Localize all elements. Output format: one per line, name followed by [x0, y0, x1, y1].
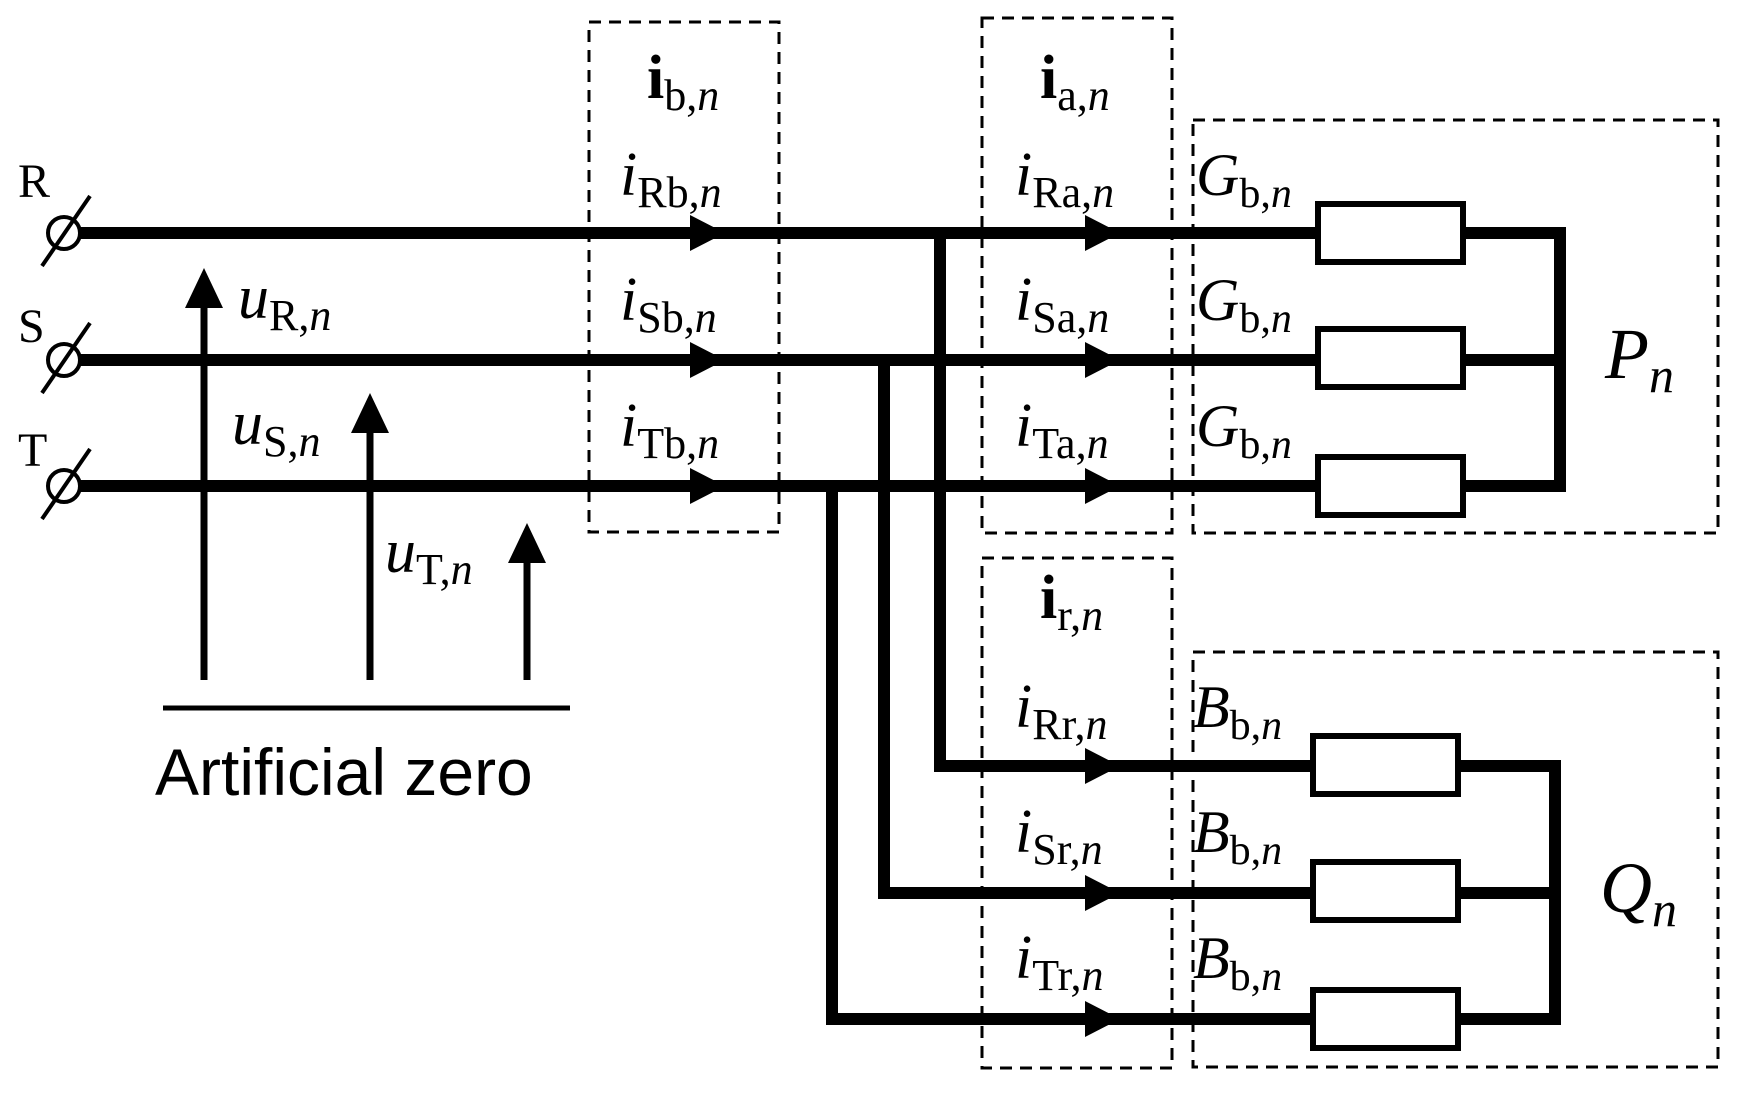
arrow-iRa — [1085, 215, 1120, 251]
group-ib-label: ib,n — [647, 44, 719, 120]
susceptance-R-label: Bb,n — [1193, 674, 1282, 749]
voltage-uT-label: uT,n — [385, 518, 473, 594]
phase-R-label: R — [18, 155, 50, 208]
arrow-iSr — [1085, 875, 1120, 911]
current-iSr-label: iSr,n — [1015, 798, 1103, 874]
arrow-iRr — [1085, 748, 1120, 784]
phase-T-label: T — [18, 424, 47, 477]
current-iRr-label: iRr,n — [1015, 673, 1107, 749]
resistor-G-T — [1315, 454, 1466, 518]
conductance-S-label: Gb,n — [1196, 267, 1292, 342]
ia-box — [980, 16, 1174, 535]
conductance-T-label: Gb,n — [1196, 393, 1292, 468]
current-iTr-label: iTr,n — [1015, 924, 1103, 1000]
resistor-G-S — [1315, 326, 1466, 390]
branch-S-reactive — [878, 360, 1320, 899]
p-load-box — [1191, 118, 1720, 535]
branch-R-reactive — [934, 233, 1320, 772]
group-ir-label: ir,n — [1040, 564, 1103, 640]
susceptance-S-label: Bb,n — [1193, 799, 1282, 874]
conductance-R-label: Gb,n — [1196, 142, 1292, 217]
susceptance-T-label: Bb,n — [1193, 925, 1282, 1000]
resistor-B-T — [1310, 987, 1461, 1051]
ib-box — [587, 20, 781, 534]
arrow-iTa — [1085, 468, 1120, 504]
resistor-B-S — [1310, 859, 1461, 923]
arrow-iTb — [690, 468, 725, 504]
current-iRa-label: iRa,n — [1015, 141, 1114, 217]
voltage-uS-label: uS,n — [232, 390, 320, 466]
ir-box — [980, 556, 1174, 1070]
phase-S-label: S — [18, 300, 45, 353]
group-ia-label: ia,n — [1040, 44, 1110, 120]
current-iRb-label: iRb,n — [620, 141, 722, 217]
terminal-T-icon — [40, 447, 92, 521]
arrow-iRb — [690, 215, 725, 251]
active-power-label: Pn — [1604, 314, 1674, 403]
branch-T-reactive — [826, 486, 1320, 1025]
voltage-uR-label: uR,n — [238, 264, 331, 340]
resistor-G-R — [1315, 201, 1466, 265]
q-load-box — [1191, 650, 1720, 1069]
current-iSb-label: iSb,n — [620, 266, 717, 342]
current-iTa-label: iTa,n — [1015, 392, 1109, 468]
terminal-R-icon — [40, 194, 92, 268]
current-iSa-label: iSa,n — [1015, 266, 1109, 342]
current-iTb-label: iTb,n — [620, 392, 719, 468]
terminal-S-icon — [40, 321, 92, 395]
arrow-iTr — [1085, 1001, 1120, 1037]
arrow-iSa — [1085, 342, 1120, 378]
resistor-B-R — [1310, 733, 1461, 797]
artificial-zero-label: Artificial zero — [155, 735, 533, 809]
reactive-power-label: Qn — [1600, 848, 1677, 937]
arrow-iSb — [690, 342, 725, 378]
